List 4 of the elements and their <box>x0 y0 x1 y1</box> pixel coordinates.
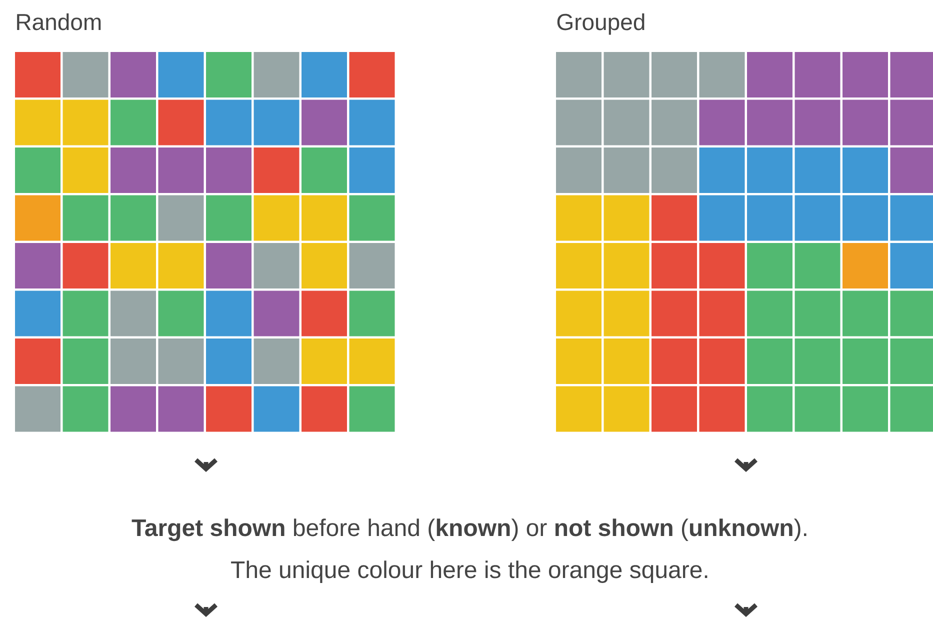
caption-text: The unique colour here is the orange square. <box>231 560 708 583</box>
grid-heading: Random <box>17 13 101 30</box>
grid-heading: Grouped <box>557 13 644 35</box>
caption-text: Target shown before hand (known) or not shown (unknown). <box>132 518 806 542</box>
